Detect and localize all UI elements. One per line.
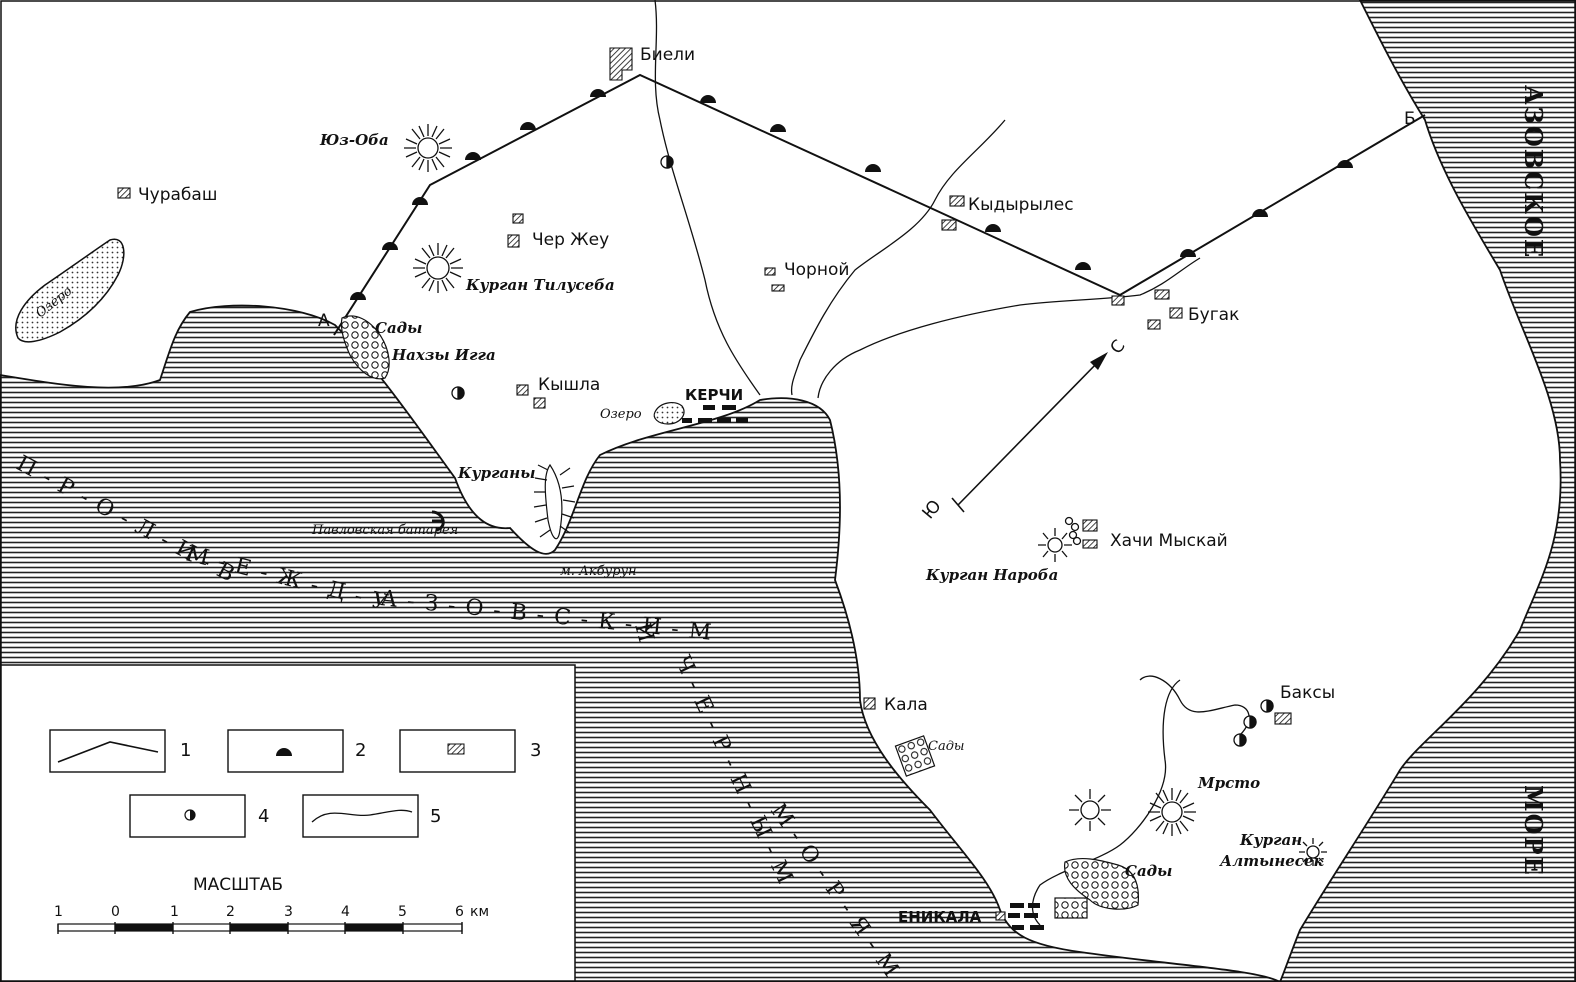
scale-tick-0: 1 — [54, 904, 63, 920]
kurgan-yuz-oba — [404, 124, 452, 172]
legend-num-5: 5 — [430, 806, 441, 827]
kurgan-mrsto — [1148, 788, 1196, 836]
enikala-town — [1008, 903, 1044, 930]
label-bieli: Биели — [640, 45, 695, 65]
kurgan-altynesek — [1299, 838, 1327, 866]
label-azov-bottom: МОРЕ — [1519, 785, 1548, 877]
label-kurgan-tilyuseba: Курган Тилусеба — [465, 276, 615, 294]
label-azov-top: АЗОВСКОЕ — [1519, 85, 1548, 259]
redoubts — [350, 89, 1353, 300]
garden-sady-1 — [340, 315, 390, 380]
label-sady-3: Сады — [1125, 862, 1172, 880]
river-1 — [654, 0, 761, 396]
label-pavlovskaya: Павловская батарея — [311, 523, 458, 538]
legend: 1 2 3 4 5 — [49, 729, 541, 838]
pavlovskaya-symbol — [431, 510, 445, 532]
scale-tick-6: 5 — [398, 904, 407, 920]
half-markers — [451, 155, 1274, 747]
kurgan-west-mrsto — [1069, 789, 1111, 831]
label-kurgany: Курганы — [457, 464, 535, 482]
garden-sady-3b — [1054, 897, 1088, 919]
scale-tick-2: 1 — [170, 904, 179, 920]
label-akburun: м. Акбурун — [560, 564, 637, 579]
label-point-yu: Ю — [919, 496, 946, 523]
label-bugak: Бугак — [1188, 305, 1239, 325]
scale-tick-7: 6 — [455, 904, 464, 920]
label-sady-1: Сады — [375, 319, 422, 337]
label-ozero-kerch: Озеро — [600, 407, 642, 422]
scale-tick-5: 4 — [341, 904, 350, 920]
settlement-symbols — [117, 47, 1292, 921]
scale-bar: МАСШТАБ 1 0 1 2 3 4 5 6 км — [54, 875, 489, 934]
lake-west — [15, 238, 125, 343]
label-point-b: Б — [1404, 109, 1416, 129]
label-kyshla: Кышла — [538, 375, 600, 395]
legend-num-1: 1 — [180, 740, 191, 761]
label-enikala: ЕНИКАЛА — [898, 908, 982, 926]
azov-sea-water — [1279, 0, 1576, 982]
label-kurgan-altynesek-1: Курган — [1239, 831, 1302, 849]
label-baksy: Баксы — [1280, 683, 1335, 703]
label-kala: Кала — [884, 695, 928, 715]
lake-kerch — [653, 402, 685, 425]
label-kydyryles: Кыдырылес — [968, 195, 1074, 215]
label-cher-zheu: Чер Жеу — [532, 230, 609, 250]
label-nakhzy-igga: Нахзы Игга — [391, 346, 496, 364]
kurgan-tilyuseba — [413, 243, 463, 293]
label-chornoy: Чорной — [784, 260, 849, 280]
river-baksy — [1139, 675, 1250, 736]
scale-tick-3: 2 — [226, 904, 235, 920]
direction-arrow — [957, 359, 1101, 506]
kurgan-naroba — [1038, 516, 1082, 562]
defense-line — [333, 73, 1426, 336]
label-kurgan-naroba: Курган Нароба — [925, 566, 1058, 584]
river-3 — [817, 257, 1201, 399]
label-churabash: Чурабаш — [138, 185, 217, 205]
legend-num-3: 3 — [530, 740, 541, 761]
legend-panel — [0, 664, 576, 982]
kerchi-town — [682, 405, 748, 423]
label-khachi-myskay: Хачи Мыскай — [1110, 531, 1228, 551]
scale-unit: км — [470, 904, 489, 920]
label-point-a: А — [318, 311, 330, 331]
label-kurgan-altynesek-2: Алтынесек — [1219, 852, 1324, 870]
garden-sady-3a — [1063, 857, 1140, 910]
scale-title: МАСШТАБ — [193, 875, 283, 895]
legend-num-2: 2 — [355, 740, 366, 761]
scale-tick-4: 3 — [284, 904, 293, 920]
kurgany-ridge — [533, 463, 576, 540]
direction-arrowhead — [1090, 352, 1108, 370]
inlet-south — [1031, 679, 1181, 926]
label-sady-2: Сады — [928, 739, 965, 754]
scale-tick-1: 0 — [111, 904, 120, 920]
label-yuz-oba: Юз-Оба — [319, 131, 389, 149]
label-mrsto: Мрсто — [1197, 774, 1260, 792]
legend-num-4: 4 — [258, 806, 269, 827]
label-point-s: С — [1107, 336, 1130, 358]
label-kerchi: КЕРЧИ — [685, 386, 743, 404]
garden-sady-2 — [894, 735, 936, 777]
river-2 — [790, 119, 1006, 396]
